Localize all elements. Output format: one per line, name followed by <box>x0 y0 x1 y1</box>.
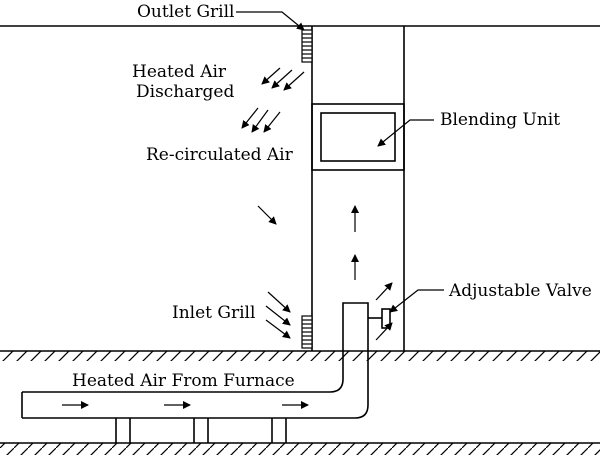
leader-lines <box>236 11 444 313</box>
inlet-grill <box>301 315 313 349</box>
inlet-arrows <box>265 291 291 339</box>
adjustable-valve-label: Adjustable Valve <box>448 281 592 301</box>
furnace-air-label: Heated Air From Furnace <box>72 371 295 391</box>
recirculated-air-label: Re-circulated Air <box>146 145 294 165</box>
heated-air-label-line2: Discharged <box>136 82 234 102</box>
valve-flow-arrows <box>375 282 393 341</box>
duct-supports <box>115 418 287 443</box>
recirculated-air-arrow <box>257 205 277 225</box>
outlet-grill-label: Outlet Grill <box>137 2 234 22</box>
blending-unit-housing <box>311 103 405 171</box>
inlet-grill-label: Inlet Grill <box>172 303 255 323</box>
furnace-duct <box>21 302 369 419</box>
heated-air-label-line1: Heated Air <box>132 62 227 82</box>
blending-unit-box <box>320 112 396 162</box>
adjustable-valve <box>368 308 391 329</box>
discharge-arrows <box>241 67 305 133</box>
floor-hatch <box>0 351 600 361</box>
outlet-grill <box>301 29 313 63</box>
ground-hatch <box>0 443 600 455</box>
blending-unit-label: Blending Unit <box>440 110 560 130</box>
